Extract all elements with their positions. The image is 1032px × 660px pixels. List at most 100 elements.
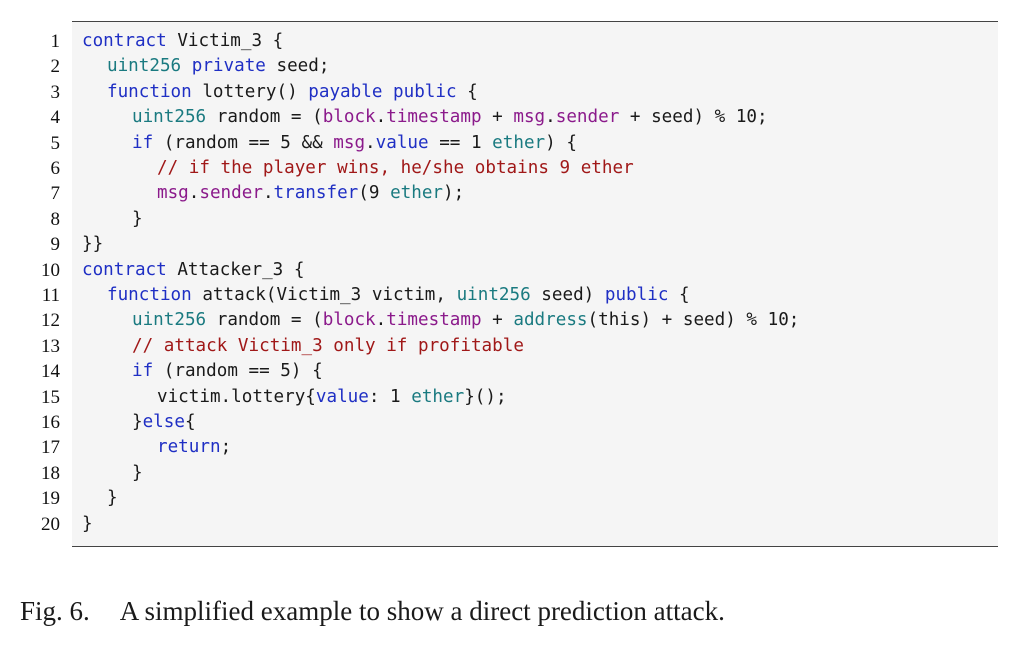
code-line: // attack Victim_3 only if profitable (132, 334, 524, 359)
code-token: ); (443, 183, 465, 204)
code-token: ) { (545, 132, 577, 153)
code-token: else (142, 412, 185, 432)
code-token: block (322, 310, 376, 331)
code-line: } (107, 486, 118, 511)
code-token: : 1 (368, 386, 412, 407)
code-token: contract (82, 31, 167, 51)
line-number: 6 (50, 158, 61, 179)
code-token: function (107, 285, 192, 305)
code-line: contract Attacker_3 { (82, 258, 304, 283)
line-number: 13 (41, 335, 60, 357)
code-token: block (322, 107, 376, 128)
code-token: ether (390, 183, 444, 204)
code-line: victim.lottery{value: 1 ether}(); (157, 385, 507, 410)
code-line: } (132, 461, 143, 486)
line-number: 19 (41, 488, 60, 510)
code-token: msg (157, 183, 189, 204)
code-token: return (157, 437, 221, 458)
line-number: 17 (41, 437, 60, 459)
code-token: seed) (530, 285, 605, 305)
caption-label: Fig. 6. (20, 596, 90, 626)
code-token: value (315, 386, 369, 407)
code-token: payable (308, 81, 383, 102)
code-line: } (82, 512, 93, 537)
code-token: } (82, 513, 93, 534)
figure-caption: Fig. 6.A simplified example to show a di… (20, 596, 725, 627)
code-token: }} (82, 234, 104, 255)
code-token: private (191, 56, 266, 77)
code-token: Attacker_3 { (166, 259, 305, 280)
code-line: msg.sender.transfer(9 ether); (157, 181, 464, 206)
code-token: . (545, 107, 556, 128)
code-token: if (132, 132, 154, 153)
code-token: + (481, 107, 514, 128)
code-token: { (456, 81, 478, 102)
code-token: contract (82, 259, 167, 280)
line-number: 8 (50, 208, 61, 230)
code-token: timestamp (386, 310, 482, 331)
code-token: (random == 5) { (153, 361, 323, 382)
line-number: 20 (41, 513, 60, 535)
line-number: 16 (41, 412, 60, 433)
code-token: == 1 (428, 132, 493, 153)
code-line: function attack(Victim_3 victim, uint256… (107, 283, 690, 308)
code-line: if (random == 5) { (132, 359, 323, 384)
code-line: uint256 random = (block.timestamp + addr… (132, 308, 799, 333)
code-token: transfer (273, 183, 359, 204)
code-token: ether (411, 386, 465, 407)
code-token: } (132, 208, 143, 229)
code-line: contract Victim_3 { (82, 29, 283, 54)
line-number: 18 (41, 462, 60, 484)
code-line: function lottery() payable public { (107, 80, 478, 105)
code-token: ether (492, 132, 546, 153)
code-token: // if the player wins, he/she obtains 9 … (157, 158, 634, 178)
line-number: 14 (41, 361, 60, 383)
line-number: 12 (41, 310, 60, 332)
code-token: uint256 (132, 107, 207, 128)
code-line: return; (157, 435, 231, 460)
code-line: uint256 private seed; (107, 54, 329, 79)
line-number: 1 (50, 31, 61, 52)
code-token: (random == 5 && (153, 132, 334, 153)
code-line: uint256 random = (block.timestamp + msg.… (132, 105, 768, 130)
code-token: { (184, 412, 196, 432)
line-number: 4 (50, 107, 61, 129)
code-token (181, 56, 192, 76)
line-number: 10 (41, 259, 60, 281)
line-number: 9 (50, 234, 61, 256)
code-token: attack(Victim_3 victim, (191, 285, 457, 305)
code-token: uint256 (132, 310, 207, 331)
code-token: // attack Victim_3 only if profitable (132, 335, 524, 356)
code-token: { (668, 285, 690, 305)
code-token: (9 (358, 183, 391, 204)
code-token: function (107, 81, 192, 102)
code-token: address (513, 310, 588, 331)
code-token: public (393, 81, 457, 102)
code-token: Victim_3 { (166, 31, 284, 51)
code-token: msg (333, 132, 366, 153)
code-token: public (604, 285, 669, 305)
code-token: victim.lottery{ (157, 386, 316, 407)
line-number: 15 (41, 386, 60, 408)
code-line: }else{ (132, 410, 196, 435)
line-number: 5 (50, 132, 61, 154)
line-number: 2 (50, 56, 61, 78)
line-number: 7 (50, 183, 61, 205)
code-token: if (132, 361, 154, 382)
code-token: + (481, 310, 514, 331)
code-token: . (365, 132, 376, 153)
code-token: } (107, 488, 118, 509)
code-token: . (262, 183, 274, 204)
code-token: (this) + seed) % 10; (587, 310, 800, 331)
line-number: 11 (41, 285, 60, 306)
code-token: } (132, 412, 143, 432)
code-token: lottery() (191, 81, 309, 102)
code-token: random = ( (206, 310, 323, 331)
code-token: seed; (265, 56, 330, 77)
code-token (382, 82, 393, 102)
code-token: value (375, 132, 429, 153)
code-token: . (375, 310, 387, 331)
code-token: } (132, 462, 143, 483)
code-token: sender (199, 183, 263, 204)
